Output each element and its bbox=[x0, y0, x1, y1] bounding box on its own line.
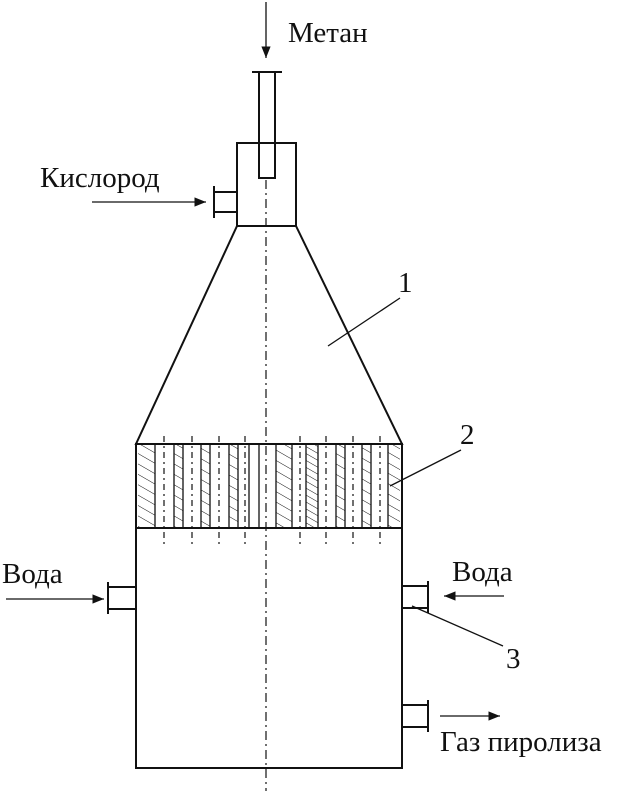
lower-vessel bbox=[135, 527, 403, 769]
reaction-cone bbox=[134, 225, 404, 445]
leader-line-3 bbox=[411, 605, 504, 647]
label-oxygen: Кислород bbox=[40, 162, 160, 194]
label-pyrolysis-gas: Газ пиролиза bbox=[440, 726, 602, 758]
oxygen-inlet bbox=[92, 186, 238, 218]
leader-line-1 bbox=[327, 297, 401, 347]
callout-1: 1 bbox=[398, 267, 413, 299]
label-methane: Метан bbox=[288, 17, 368, 49]
callout-3: 3 bbox=[506, 643, 521, 675]
label-water-right: Вода bbox=[452, 556, 513, 588]
pyrolysis-gas-outlet bbox=[401, 700, 500, 732]
callout-2: 2 bbox=[460, 419, 475, 451]
methane-inlet bbox=[252, 2, 282, 179]
leader-line-2 bbox=[389, 449, 462, 487]
water-inlet-left bbox=[6, 582, 137, 614]
label-water-left: Вода bbox=[2, 558, 63, 590]
catalyst-block bbox=[135, 436, 403, 548]
